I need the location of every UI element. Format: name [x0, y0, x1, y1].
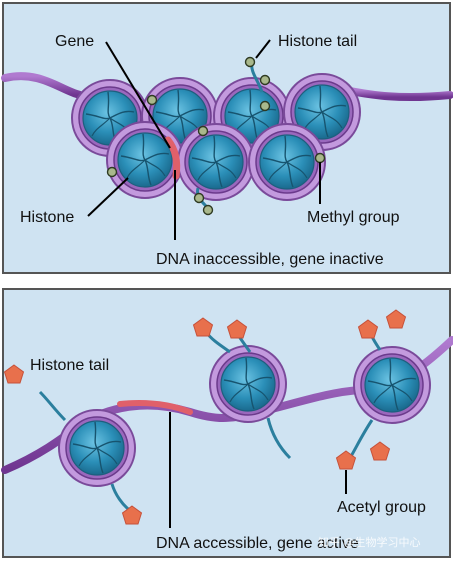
- panel-top: Gene Histone tail Histone Methyl group D…: [1, 2, 453, 274]
- methyl-group-7: [314, 152, 326, 164]
- methyl-group-3: [259, 100, 271, 112]
- histone-leader-line: [87, 177, 129, 217]
- histone-tail-label-bottom: Histone tail: [30, 357, 109, 374]
- histone-front-2: [177, 123, 255, 201]
- histone-tail-leader-line: [255, 39, 271, 59]
- methyl-group-4: [146, 94, 158, 106]
- histone-tail-open-2c: [266, 417, 292, 460]
- methyl-group-1: [244, 56, 256, 68]
- histone-label: Histone: [20, 209, 74, 226]
- watermark: 知乎 @生物学习中心: [318, 535, 421, 549]
- acetyl-group-label: Acetyl group: [337, 499, 426, 516]
- gene-leader-line: [105, 41, 171, 149]
- panel-bottom: Histone tail Acetyl group DNA accessible…: [1, 288, 453, 558]
- gene-segment-open-highlight: [117, 399, 193, 415]
- caption-top: DNA inaccessible, gene inactive: [156, 251, 384, 268]
- histone-open-3: [353, 346, 431, 424]
- histone-open-2: [209, 345, 287, 423]
- histone-tail-open-1a: [38, 390, 67, 422]
- histone-tail-label-top: Histone tail: [278, 33, 357, 50]
- dna-strand-left: [1, 72, 84, 99]
- histone-front-3: [248, 123, 326, 201]
- caption-bottom: DNA accessible, gene active: [156, 535, 359, 552]
- histone-open-1: [58, 409, 136, 487]
- methyl-group-2: [259, 74, 271, 86]
- methyl-group-8: [193, 192, 205, 204]
- methyl-group-label: Methyl group: [307, 209, 400, 226]
- gene-segment-highlight: [164, 136, 181, 180]
- methyl-group-6: [106, 166, 118, 178]
- gene-label: Gene: [55, 33, 94, 50]
- methyl-group-5: [197, 125, 209, 137]
- methyl-group-9: [202, 204, 214, 216]
